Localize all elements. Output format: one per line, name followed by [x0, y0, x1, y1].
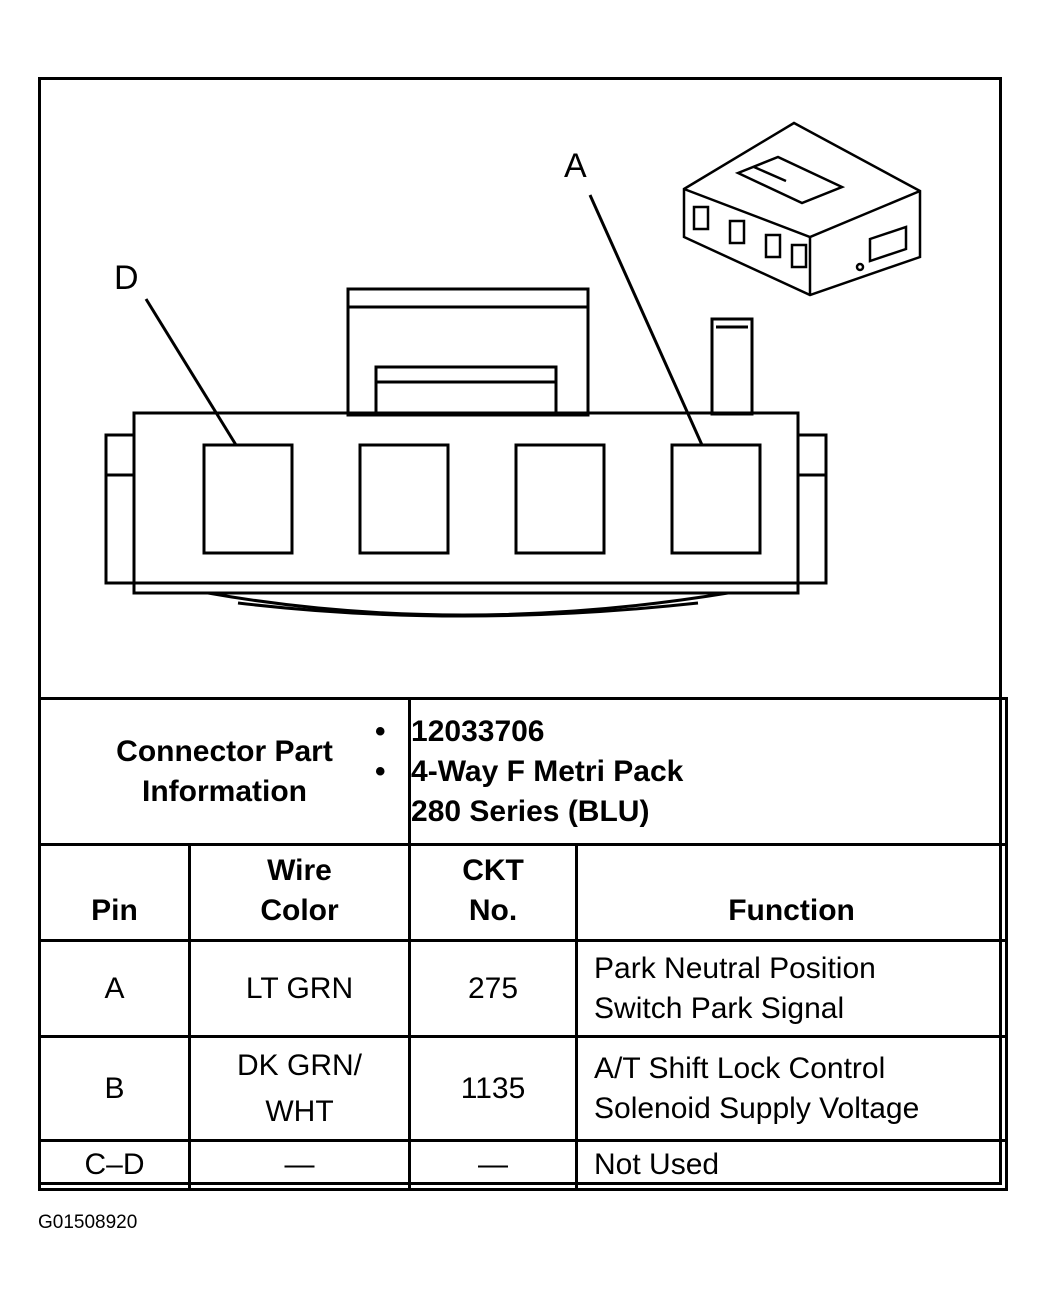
part-info-details: •12033706 •4-Way F Metri Pack 280 Series… [375, 697, 1009, 846]
callout-a: A [564, 147, 587, 185]
pin-cavity-b [514, 443, 606, 555]
header-pin: Pin [38, 843, 191, 942]
ckt-cell: — [408, 1139, 579, 1191]
figure-code: G01508920 [38, 1212, 138, 1233]
connector-isometric-view [682, 121, 922, 297]
leader-line-d [144, 298, 238, 446]
function-cell: A/T Shift Lock Control Solenoid Supply V… [575, 1035, 1009, 1142]
connector-post [710, 317, 754, 416]
part-info-label: Connector Part Information [37, 697, 412, 846]
pin-cavity-a [670, 443, 762, 555]
wire-color-cell: DK GRN/ WHT [187, 1035, 412, 1142]
callout-d: D [114, 259, 139, 297]
pin-cavity-c [358, 443, 450, 555]
function-cell: Park Neutral Position Switch Park Signal [575, 939, 1009, 1038]
connector-diagram: D A [104, 121, 922, 618]
connector-latch [346, 287, 590, 417]
part-description: 4-Way F Metri Pack [411, 754, 684, 788]
pin-table-header: Pin Wire Color CKT No. Function [38, 843, 1009, 942]
wire-color-cell: LT GRN [187, 939, 412, 1038]
ckt-cell: 1135 [408, 1035, 579, 1142]
pin-cell: B [38, 1035, 191, 1142]
function-cell: Not Used [575, 1139, 1009, 1191]
pin-cell: A [38, 939, 191, 1038]
table-row: B DK GRN/ WHT 1135 A/T Shift Lock Contro… [38, 1035, 1009, 1142]
part-number: 12033706 [411, 714, 545, 748]
ckt-cell: 275 [408, 939, 579, 1038]
table-row: C–D — — Not Used [38, 1139, 1009, 1191]
pin-cell: C–D [38, 1139, 191, 1191]
header-wire-color: Wire Color [187, 843, 412, 942]
leader-line-a [588, 194, 704, 446]
part-info-row: Connector Part Information •12033706 •4-… [37, 697, 1009, 846]
table-row: A LT GRN 275 Park Neutral Position Switc… [38, 939, 1009, 1038]
connector-info-table: Connector Part Information •12033706 •4-… [37, 697, 1009, 1191]
pin-cavity-d [202, 443, 294, 555]
wire-color-cell: — [187, 1139, 412, 1191]
header-ckt-no: CKT No. [408, 843, 579, 942]
header-function: Function [575, 843, 1009, 942]
connector-body [104, 411, 828, 618]
